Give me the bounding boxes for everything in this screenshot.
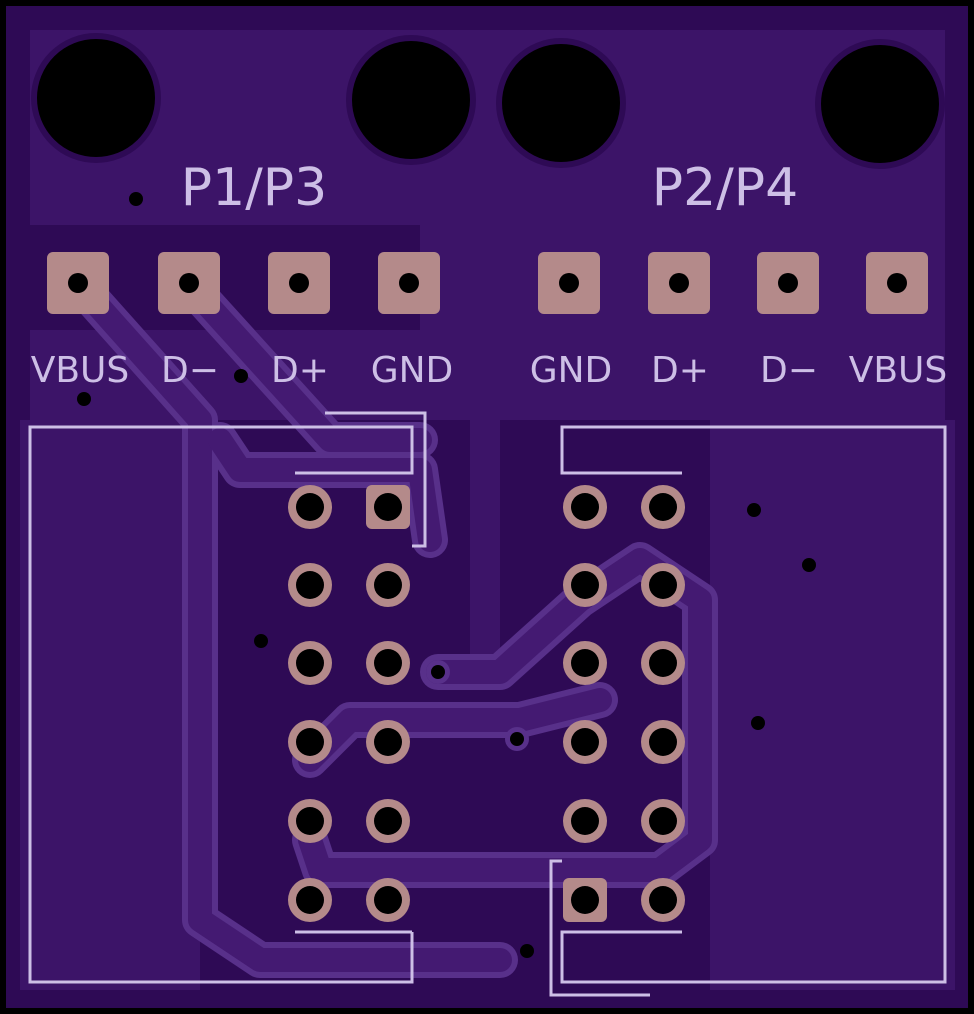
pin-label-left-2: D− [161,350,219,391]
pin-label-right-2: D+ [651,350,709,391]
pad-left-3 [268,252,330,314]
header-left-pins [288,485,410,922]
group-title-right: P2/P4 [652,158,798,218]
pin-label-right-4: VBUS [849,350,948,391]
pin-labels: VBUS D− D+ GND GND D+ D− VBUS [31,350,948,391]
via [77,392,91,406]
via [129,192,143,206]
pad-left-1 [47,252,109,314]
pin-label-left-3: D+ [271,350,329,391]
pad-right-4 [866,252,928,314]
silkscreen-outlines [28,411,947,997]
mounting-holes [31,33,945,169]
connector-outline-left [28,425,414,984]
connector-outline-left-corner [325,411,427,548]
via [505,727,529,751]
header-right-pins [563,485,685,922]
connector-outline-right-corner [549,859,650,997]
pin-label-right-3: D− [760,350,818,391]
group-title-left: P1/P3 [181,158,327,218]
mounting-hole-2 [346,35,476,165]
via [426,660,450,684]
via [747,503,761,517]
mounting-hole-1 [31,33,161,163]
pad-left-4 [378,252,440,314]
copper-pours [20,30,955,990]
connector-outline-right [560,425,947,984]
via [802,558,816,572]
mounting-hole-3 [496,38,626,168]
pin-label-left-4: GND [371,350,454,391]
vias [77,192,816,958]
pin-label-right-1: GND [530,350,613,391]
header-pads [47,252,928,314]
pin-label-left-1: VBUS [31,350,130,391]
pad-left-2 [158,252,220,314]
via [234,369,248,383]
via [751,716,765,730]
pad-right-2 [648,252,710,314]
pad-right-3 [757,252,819,314]
via [254,634,268,648]
via [520,944,534,958]
pad-right-1 [538,252,600,314]
mounting-hole-4 [815,39,945,169]
